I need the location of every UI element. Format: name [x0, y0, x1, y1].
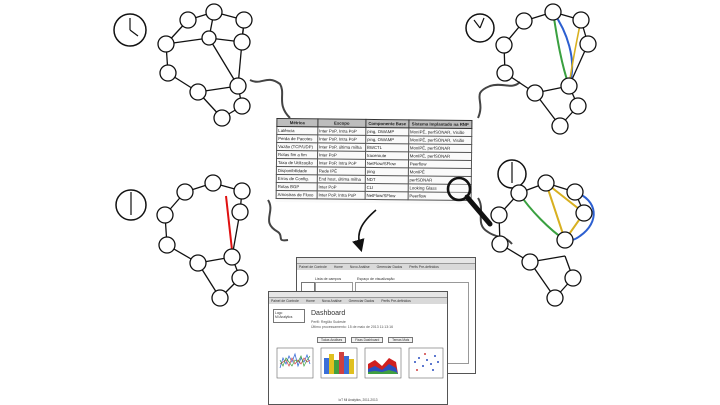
dashboard-tabs: Todas Análises Fixas Dashboard Temas Mai… [317, 337, 417, 343]
nav-item[interactable]: Home [333, 265, 343, 269]
clock-icon [465, 13, 495, 43]
metrics-table-card: Métrica Escopo Componente Base Sistema I… [275, 117, 473, 205]
back-app-title: Painel de Controle [299, 265, 327, 269]
tab-more[interactable]: Temas Mais [388, 337, 414, 343]
nav-item[interactable]: Perfis Pre-definidos [409, 265, 439, 269]
graph-nodes-top-right [495, 3, 597, 135]
nav-item[interactable]: Gerenciar Dados [348, 299, 375, 303]
chart-thumbnail[interactable] [320, 347, 358, 379]
connector-bottom-left [267, 199, 289, 242]
window-titlebar [269, 292, 447, 298]
dashboard-window-front: Painel de Controle Home Nova Análise Ger… [268, 291, 448, 405]
connector-top-right [477, 81, 521, 119]
nav-item[interactable]: Perfis Pre-definidos [381, 299, 411, 303]
clock-icon [497, 159, 527, 189]
table-cell: Peerflow [407, 191, 472, 201]
profile-label: Perfil: Região Sudeste [311, 320, 346, 324]
nav-item[interactable]: Home [305, 299, 315, 303]
table-cell: NetFlow/SFlow [364, 191, 408, 200]
page-title: Dashboard [311, 310, 346, 317]
connector-top-left [249, 78, 291, 119]
network-graph-top-left [157, 3, 253, 127]
dashboard-thumbnails [276, 347, 444, 379]
graph-nodes-bottom-right [490, 174, 593, 307]
logo-name: Ml Analytics [275, 315, 293, 319]
logo-label: Logo [275, 311, 283, 315]
tab-all-analyses[interactable]: Todas Análises [317, 337, 347, 343]
highlight-edge-red [225, 195, 233, 251]
footer-text: IoT Ml Analytics, 2011-2013 [338, 398, 378, 402]
table-cell: Inter PoP, Intra PoP [316, 190, 366, 200]
tab-fixed-dashboard[interactable]: Fixas Dashboard [351, 337, 384, 343]
highlight-path-yellow [545, 182, 586, 243]
front-nav-bar: Painel de Controle Home Nova Análise Ger… [269, 298, 447, 304]
clock-icon [113, 13, 147, 47]
highlight-path-blue [552, 11, 574, 87]
graph-nodes-bottom-left [156, 174, 251, 307]
window-titlebar [297, 258, 475, 264]
chart-thumbnail[interactable] [408, 347, 444, 379]
nav-item[interactable]: Gerenciar Dados [376, 265, 403, 269]
clock-icon [115, 189, 147, 221]
visualization-area-label: Espaço de visualização [357, 277, 395, 281]
back-nav-bar: Painel de Controle Home Novo Análise Ger… [297, 264, 475, 270]
metrics-table: Métrica Escopo Componente Base Sistema I… [276, 118, 473, 201]
chart-thumbnail[interactable] [276, 347, 314, 379]
front-app-title: Painel de Controle [271, 299, 299, 303]
nav-item[interactable]: Novo Análise [349, 265, 370, 269]
table-cell: Amostras de Fluxo [276, 190, 318, 199]
nav-item[interactable]: Nova Análise [321, 299, 342, 303]
arrow-icon [352, 209, 377, 253]
logo-box: Logo Ml Analytics [273, 309, 305, 323]
last-processing-text: Último processamento: 15 de maio de 2013… [311, 325, 394, 329]
chart-thumbnail[interactable] [364, 347, 402, 379]
field-list-label: Lista de campos [315, 277, 342, 281]
